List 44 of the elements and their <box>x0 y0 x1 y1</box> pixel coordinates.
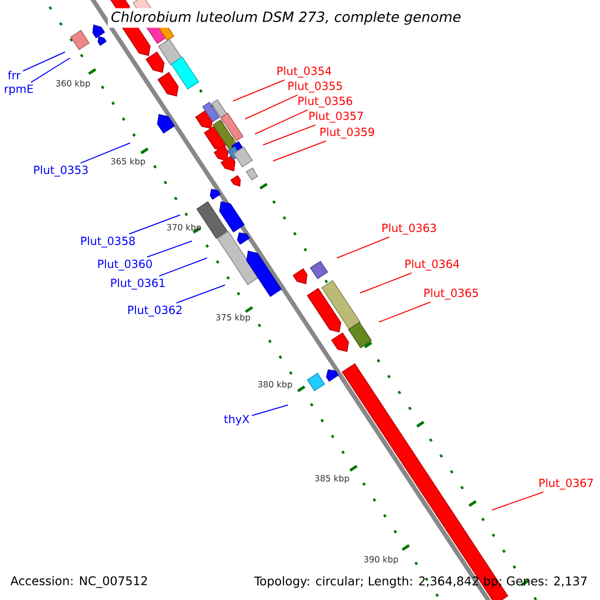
gene-label: Plut_0367 <box>540 478 593 490</box>
scale-label: 360 kbp <box>56 80 90 88</box>
leader-line <box>254 109 308 134</box>
scale-label: 385 kbp <box>315 474 350 484</box>
gene-label: Plut_0354 <box>278 66 332 78</box>
scale-label: 390 kbp <box>364 556 398 564</box>
footer-text: Topology: circular; Length: 2,364,842 bp; Genes: 2,137 <box>254 576 587 588</box>
leader-line <box>158 258 208 277</box>
leader-line <box>272 140 327 162</box>
gene-label: Plut_0362 <box>128 305 182 317</box>
gene-label: thyX <box>224 414 250 426</box>
leader-line <box>336 236 390 258</box>
gene-label: Plut_0359 <box>320 127 374 139</box>
gene-label: Plut_0365 <box>424 288 478 300</box>
gene-label: rpmE <box>4 84 33 96</box>
gene-label: Plut_0361 <box>111 278 165 290</box>
gene-label: Plut_0364 <box>406 259 460 271</box>
gene-label: Plut_0357 <box>310 111 363 123</box>
gene-label: Plut_0363 <box>382 223 436 235</box>
scale-label: 375 kbp <box>216 314 250 322</box>
leader-line <box>146 240 192 258</box>
scale-label: 370 kbp <box>167 224 202 232</box>
gene-label: frr <box>8 70 21 80</box>
leader-line <box>244 94 298 120</box>
leader-line <box>232 79 286 102</box>
leader-line <box>378 301 432 322</box>
leader-line <box>30 58 70 83</box>
footer-text: Accession: NC_007512 <box>10 576 147 588</box>
gene-label: Plut_0358 <box>81 236 135 248</box>
scale-label: 365 kbp <box>111 158 146 166</box>
gene-label: Plut_0360 <box>98 259 152 271</box>
leader-line <box>128 214 180 235</box>
leader-line <box>176 284 226 304</box>
gene-label: Plut_0353 <box>34 165 88 177</box>
leader-line <box>22 52 66 72</box>
gene-label: Plut_0355 <box>288 81 342 93</box>
gene-label: Plut_0356 <box>298 96 352 108</box>
leader-line <box>262 124 316 146</box>
scale-label: 380 kbp <box>258 380 292 390</box>
leader-line <box>492 491 544 510</box>
leader-line <box>80 142 130 164</box>
leader-line <box>360 272 412 294</box>
leader-line <box>252 404 288 416</box>
title: Chlorobium luteolum DSM 273, complete genome <box>108 8 464 28</box>
